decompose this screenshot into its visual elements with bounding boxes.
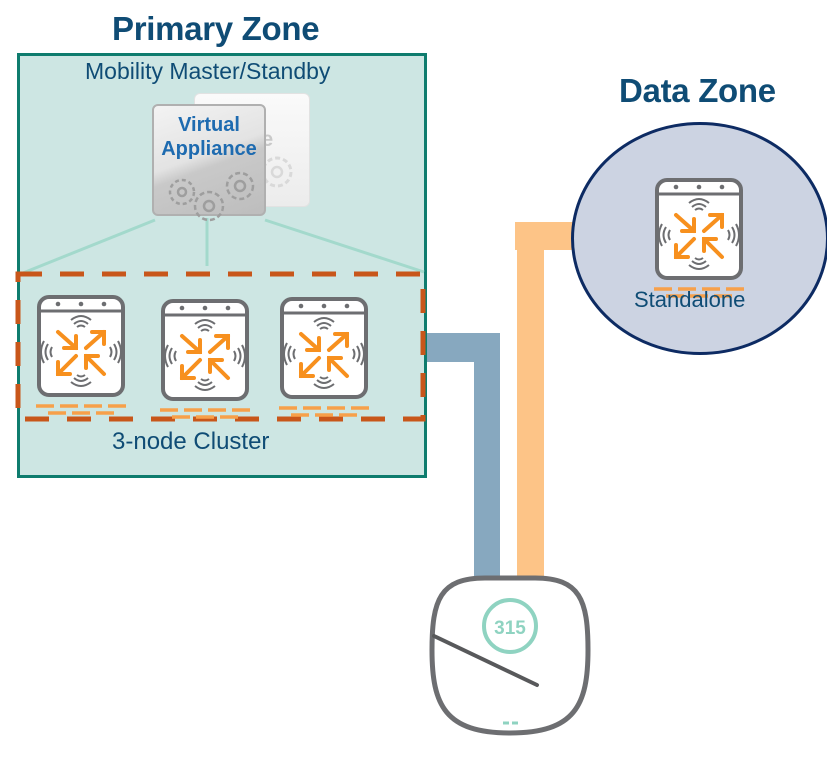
primary-zone-uplink bbox=[424, 333, 500, 580]
data-zone-title: Data Zone bbox=[619, 72, 776, 109]
indicator-dot bbox=[298, 303, 304, 309]
wifi-icon bbox=[658, 198, 740, 270]
standalone-controller bbox=[654, 178, 744, 298]
indicator-dot bbox=[673, 184, 679, 190]
indicator-dot bbox=[78, 301, 84, 307]
model-badge bbox=[482, 598, 538, 654]
cluster-label: 3-node Cluster bbox=[112, 428, 270, 455]
indicator-dot bbox=[344, 303, 350, 309]
indicator-dot bbox=[696, 184, 702, 190]
mobility-master-label: Mobility Master/Standby bbox=[85, 58, 331, 84]
wifi-icon bbox=[283, 317, 365, 389]
controller-base-lines bbox=[160, 408, 250, 419]
indicator-dot bbox=[202, 305, 208, 311]
indicator-dot bbox=[719, 184, 725, 190]
data-zone-uplink bbox=[515, 222, 575, 580]
converging-arrows-icon bbox=[180, 334, 230, 380]
indicator-dot bbox=[101, 301, 107, 307]
cluster-controller-1 bbox=[36, 295, 126, 415]
indicator-dot bbox=[225, 305, 231, 311]
controller-base-lines bbox=[654, 287, 744, 298]
mm-link-right bbox=[264, 218, 425, 274]
indicator-dot bbox=[321, 303, 327, 309]
virtual-appliance-label-2: Appliance bbox=[161, 138, 257, 160]
indicator-dot bbox=[55, 301, 61, 307]
cluster-controller-3 bbox=[279, 297, 369, 417]
cluster-controller-2 bbox=[160, 299, 250, 419]
mm-link-left bbox=[17, 218, 156, 277]
indicator-dot bbox=[179, 305, 185, 311]
standalone-label: Standalone bbox=[634, 287, 746, 312]
access-point-body bbox=[429, 575, 591, 736]
gears-icon bbox=[168, 171, 255, 222]
wifi-icon bbox=[164, 319, 246, 391]
converging-arrows-icon bbox=[299, 332, 349, 378]
virtual-appliance-label-1: Virtual bbox=[178, 114, 240, 136]
wifi-icon bbox=[40, 315, 122, 387]
primary-zone-title: Primary Zone bbox=[112, 10, 320, 47]
converging-arrows-icon bbox=[56, 330, 106, 376]
converging-arrows-icon bbox=[674, 213, 724, 259]
model-number: 315 bbox=[494, 618, 526, 639]
access-point-detail-line bbox=[432, 634, 539, 687]
controller-base-lines bbox=[36, 404, 126, 415]
controller-base-lines bbox=[279, 406, 369, 417]
virtual-appliance-master: Virtual Appliance bbox=[152, 104, 266, 222]
